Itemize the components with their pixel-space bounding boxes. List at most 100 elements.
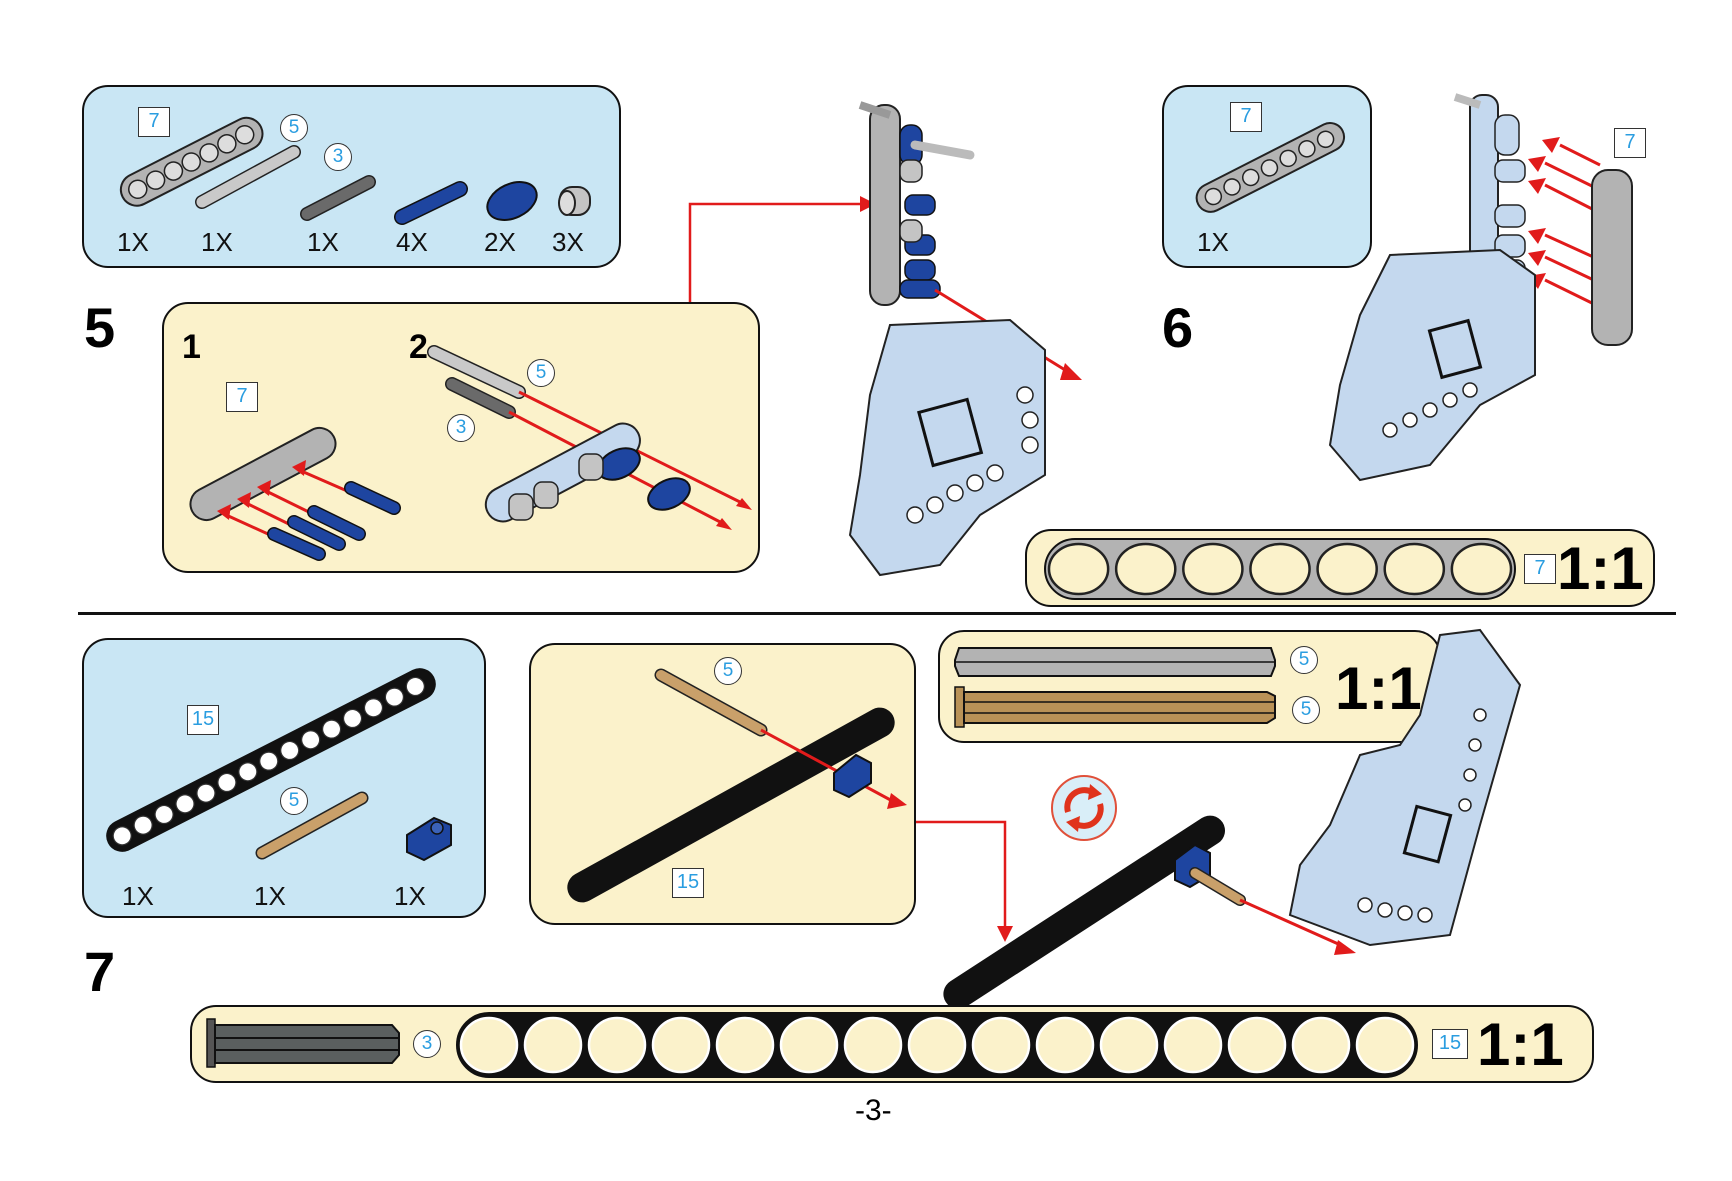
- section-divider: [78, 612, 1676, 615]
- qty-label: 1X: [117, 227, 149, 257]
- step5-assembly-illustration: [848, 101, 1082, 577]
- step-number: 5: [84, 296, 116, 359]
- beam-15-ruler-graphic: [456, 1012, 1418, 1078]
- substep1-illustration: [189, 426, 401, 561]
- beam-hole: [238, 762, 258, 782]
- axle-pin-3-dark-ruler: [206, 1018, 400, 1068]
- beam-hole: [1047, 542, 1110, 596]
- step7-parts-box: 15 5 1X 1X 1X: [82, 638, 486, 918]
- length-label: 3: [324, 143, 352, 171]
- beam-hole: [405, 676, 425, 697]
- qty-label: 1X: [394, 881, 426, 911]
- beam-hole: [175, 794, 195, 814]
- beam-15-black-icon: [106, 668, 436, 852]
- length-label: 5: [1292, 696, 1320, 724]
- scale-label: 1:1: [1557, 535, 1644, 602]
- length-label: 3: [447, 414, 475, 442]
- beam-hole: [779, 1016, 839, 1074]
- step-number: 6: [1162, 296, 1194, 359]
- axle-pin-5-tan-icon: [255, 791, 369, 860]
- qty-label: 1X: [122, 881, 154, 911]
- beam-hole: [384, 687, 405, 707]
- beam-hole: [843, 1016, 903, 1074]
- beam-hole: [1114, 542, 1177, 596]
- axle-5-grey-ruler: [954, 647, 1276, 677]
- bush-grey-icon: [558, 186, 591, 216]
- qty-label: 1X: [1197, 227, 1229, 257]
- qty-label: 1X: [201, 227, 233, 257]
- step7-subassembly-illustration: [567, 668, 907, 903]
- qty-label: 1X: [254, 881, 286, 911]
- length-label: 15: [187, 705, 219, 735]
- beam-hole: [133, 815, 153, 835]
- beam-hole: [259, 751, 279, 771]
- beam-hole: [196, 783, 216, 803]
- beam-7-grey-icon: [119, 116, 264, 207]
- axle-ruler: 5 5 1:1: [938, 630, 1441, 743]
- substep2-illustration: [427, 345, 752, 530]
- beam-hole: [1316, 542, 1378, 596]
- beam-hole: [1383, 542, 1446, 596]
- length-label: 7: [1614, 128, 1646, 158]
- beam-hole: [1249, 542, 1311, 596]
- qty-label: 4X: [396, 227, 428, 257]
- beam-hole: [971, 1016, 1031, 1074]
- substep-number: 2: [409, 328, 428, 366]
- beam-hole: [459, 1016, 519, 1074]
- beam-hole: [651, 1016, 711, 1074]
- length-label: 7: [1524, 554, 1556, 584]
- beam-hole: [1182, 542, 1244, 596]
- step5-subassembly-box: 1 2 7 5 3: [162, 302, 760, 573]
- beam-7-grey-icon: [1195, 122, 1346, 213]
- beam-hole: [587, 1016, 647, 1074]
- length-label: 5: [714, 657, 742, 685]
- qty-label: 3X: [552, 227, 584, 257]
- beam-hole: [1227, 1016, 1287, 1074]
- rotate-icon: [1051, 775, 1117, 841]
- axle-pin-5-tan-ruler: [954, 686, 1276, 728]
- step6-parts-box: 7 1X: [1162, 85, 1372, 268]
- beam-hole: [154, 804, 174, 825]
- beam-hole: [1163, 1016, 1223, 1074]
- length-label: 5: [280, 787, 308, 815]
- beam-hole: [1291, 1016, 1351, 1074]
- beam-hole: [523, 1016, 583, 1074]
- connector-blue-icon: [486, 181, 538, 221]
- step7-assembly-illustration: [943, 628, 1522, 1009]
- beam-hole: [907, 1016, 967, 1074]
- beam-hole: [217, 772, 237, 793]
- length-label: 15: [672, 868, 704, 898]
- beam-hole: [112, 826, 132, 846]
- step-number: 7: [84, 940, 116, 1003]
- page-number: -3-: [855, 1094, 892, 1127]
- cross-block-blue-icon: [406, 816, 452, 862]
- beam-hole: [1450, 542, 1513, 596]
- beam-hole: [1355, 1016, 1415, 1074]
- axle-5-grey-icon: [195, 145, 301, 209]
- step6-assembly-illustration: [1328, 93, 1633, 482]
- beam-hole: [321, 719, 342, 739]
- beam-hole: [301, 730, 321, 750]
- length-label: 7: [1230, 102, 1262, 132]
- beam-hole: [1035, 1016, 1095, 1074]
- beam-hole: [342, 708, 363, 729]
- axle-pin-3-dark-icon: [300, 175, 376, 221]
- beam-7-ruler: 7 1:1: [1025, 529, 1655, 607]
- beam-hole: [715, 1016, 775, 1074]
- step7-subassembly-box: 5 15: [529, 643, 916, 925]
- qty-label: 2X: [484, 227, 516, 257]
- length-label: 3: [413, 1030, 441, 1058]
- beam-15-ruler: 3 15 1:1: [190, 1005, 1594, 1083]
- length-label: 5: [1290, 646, 1318, 674]
- length-label: 5: [280, 114, 308, 142]
- scale-label: 1:1: [1477, 1011, 1564, 1078]
- scale-label: 1:1: [1335, 655, 1422, 722]
- length-label: 15: [1432, 1029, 1468, 1059]
- substep-number: 1: [182, 328, 201, 366]
- beam-hole: [1099, 1016, 1159, 1074]
- beam-hole: [363, 698, 384, 718]
- long-pin-blue-icon: [394, 181, 468, 225]
- beam-hole: [280, 740, 300, 761]
